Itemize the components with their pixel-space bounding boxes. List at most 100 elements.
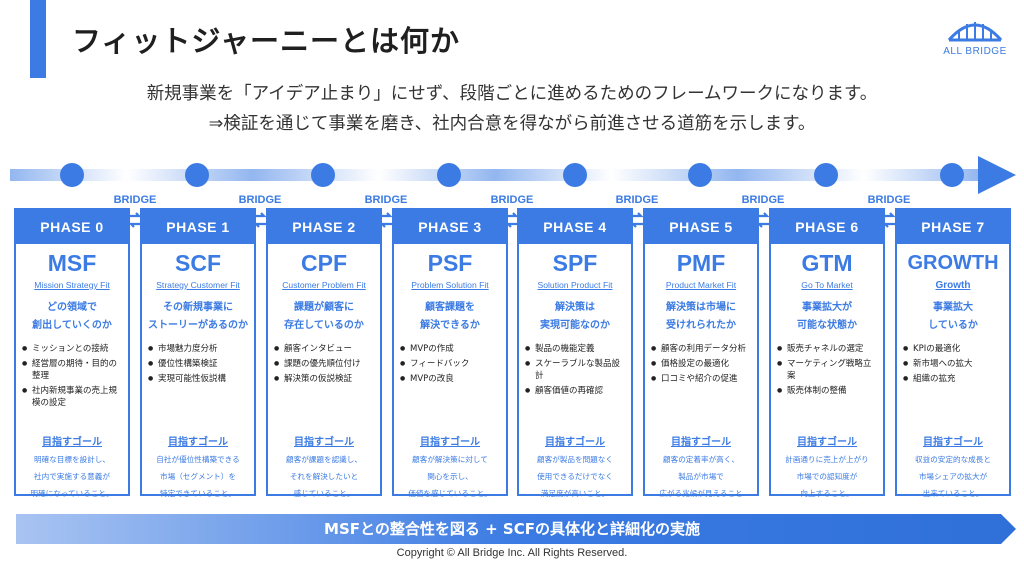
timeline-node-4 (563, 163, 587, 187)
phase-question: 解決策は実現可能なのか (540, 302, 610, 331)
list-item: マーケティング戦略立案 (777, 358, 879, 382)
phase-label: PHASE 2 (268, 210, 380, 244)
phase-code: SPF (552, 250, 598, 276)
goal-text: 自社が優位性構築できる市場（セグメント）を特定できていること。 (156, 455, 240, 498)
phase-activity-list: 顧客インタビュー 課題の優先順位付け 解決策の仮説検証 (268, 343, 380, 425)
intro-line-1: 新規事業を「アイデア止まり」にせず、段階ごとに進めるためのフレームワークになりま… (146, 84, 878, 104)
phase-card-2: PHASE 2 CPF Customer Problem Fit 課題が顧客に存… (266, 208, 382, 498)
phase-full-name: Mission Strategy Fit (34, 280, 110, 290)
phase-code: CPF (301, 250, 347, 276)
bridge-label-0: BRIDGE (113, 194, 157, 206)
phase-activity-list: 製品の機能定義 スケーラブルな製品設計 顧客価値の再確認 (519, 343, 631, 425)
copyright: Copyright © All Bridge Inc. All Rights R… (396, 547, 628, 559)
phase-code: GTM (801, 250, 853, 276)
bridge-swap-icon (253, 212, 267, 228)
list-item: MVPの改良 (400, 373, 502, 385)
phase-question: 課題が顧客に存在しているのか (284, 302, 364, 331)
list-item: 実現可能性仮説構 (148, 373, 250, 385)
phase-activity-list: KPIの最適化 新市場への拡大 組織の拡充 (897, 343, 1009, 425)
phase-label: PHASE 7 (897, 210, 1009, 244)
phase-activity-list: MVPの作成 フィードバック MVPの改良 (394, 343, 506, 425)
list-item: スケーラブルな製品設計 (525, 358, 627, 382)
list-item: 製品の機能定義 (525, 343, 627, 355)
bridge-swap-icon (379, 212, 393, 228)
list-item: 解決策の仮説検証 (274, 373, 376, 385)
timeline-node-2 (311, 163, 335, 187)
list-item: 価格設定の最適化 (651, 358, 753, 370)
timeline-node-5 (688, 163, 712, 187)
timeline-node-0 (60, 163, 84, 187)
timeline-node-3 (437, 163, 461, 187)
company-logo: ALL BRIDGE (938, 14, 1012, 64)
list-item: 顧客価値の再確認 (525, 385, 627, 397)
list-item: 社内新規事業の売上規模の設定 (22, 385, 124, 409)
page-title: フィットジャーニーとは何か (72, 24, 460, 58)
phase-question: 事業拡大が可能な状態か (797, 302, 857, 331)
goal-label: 目指すゴール (168, 437, 228, 448)
goal-label: 目指すゴール (42, 437, 102, 448)
bridge-label-3: BRIDGE (490, 194, 534, 206)
bottom-banner-arrow (16, 514, 1016, 544)
timeline-arrow (10, 156, 1016, 194)
bridge-logo-icon (947, 22, 1003, 42)
phase-full-name: Solution Product Fit (537, 280, 613, 290)
phase-card-1: PHASE 1 SCF Strategy Customer Fit その新規事業… (140, 208, 256, 498)
goal-label: 目指すゴール (545, 437, 605, 448)
phase-activity-list: 販売チャネルの選定 マーケティング戦略立案 販売体制の整備 (771, 343, 883, 425)
list-item: 顧客の利用データ分析 (651, 343, 753, 355)
phase-full-name: Strategy Customer Fit (156, 280, 240, 290)
intro-line-2: ⇒検証を通じて事業を磨き、社内合意を得ながら前進させる道筋を示します。 (208, 114, 816, 134)
phase-question: 顧客課題を解決できるか (420, 302, 480, 331)
list-item: 顧客インタビュー (274, 343, 376, 355)
goal-label: 目指すゴール (420, 437, 480, 448)
timeline-node-7 (940, 163, 964, 187)
goal-text: 収益の安定的な成長と市場シェアの拡大が出来ていること。 (915, 455, 991, 498)
list-item: 市場魅力度分析 (148, 343, 250, 355)
list-item: 口コミや紹介の促進 (651, 373, 753, 385)
timeline-arrowhead (978, 156, 1016, 194)
list-item: 新市場への拡大 (903, 358, 1005, 370)
logo-text: ALL BRIDGE (943, 46, 1007, 57)
phase-code: SCF (175, 250, 221, 276)
phase-label: PHASE 5 (645, 210, 757, 244)
bridge-swap-icon (128, 212, 142, 228)
phase-card-4: PHASE 4 SPF Solution Product Fit 解決策は実現可… (517, 208, 633, 498)
phase-card-3: PHASE 3 PSF Problem Solution Fit 顧客課題を解決… (392, 208, 508, 498)
phase-card-0: PHASE 0 MSF Mission Strategy Fit どの領域で創出… (14, 208, 130, 498)
phase-card-5: PHASE 5 PMF Product Market Fit 解決策は市場に受け… (643, 208, 759, 498)
phase-code: GROWTH (907, 252, 999, 274)
timeline-node-1 (185, 163, 209, 187)
phase-activity-list: ミッションとの接続 経営層の期待・目的の整理 社内新規事業の売上規模の設定 (16, 343, 128, 425)
phase-label: PHASE 0 (16, 210, 128, 244)
list-item: 販売チャネルの選定 (777, 343, 879, 355)
goal-text: 計画通りに売上が上がり市場での認知度が向上すること。 (785, 455, 869, 498)
phase-activity-list: 顧客の利用データ分析 価格設定の最適化 口コミや紹介の促進 (645, 343, 757, 425)
phase-full-name: Customer Problem Fit (282, 280, 366, 290)
list-item: 販売体制の整備 (777, 385, 879, 397)
phase-question: どの領域で創出していくのか (32, 302, 112, 331)
phase-full-name: Go To Market (801, 280, 853, 290)
phase-question: 事業拡大しているか (928, 302, 978, 331)
bridge-swap-icon (756, 212, 770, 228)
goal-text: 顧客が製品を問題なく使用できるだけでなく満足度が高いこと。 (537, 455, 613, 498)
bridge-label-6: BRIDGE (867, 194, 911, 206)
goal-label: 目指すゴール (294, 437, 354, 448)
phase-code: PSF (427, 250, 473, 276)
bridge-label-4: BRIDGE (615, 194, 659, 206)
bottom-banner-text: MSFとの整合性を図る + SCFの具体化と詳細化の実施 (324, 520, 700, 538)
list-item: 課題の優先順位付け (274, 358, 376, 370)
goal-label: 目指すゴール (671, 437, 731, 448)
timeline-node-6 (814, 163, 838, 187)
phase-code: PMF (676, 250, 726, 276)
phase-label: PHASE 4 (519, 210, 631, 244)
phase-full-name: Growth (935, 280, 971, 291)
list-item: フィードバック (400, 358, 502, 370)
goal-text: 顧客が課題を認識し、それを解決したいと感じていること。 (286, 455, 362, 498)
list-item: 組織の拡充 (903, 373, 1005, 385)
list-item: 優位性構築検証 (148, 358, 250, 370)
goal-text: 顧客の定着率が高く、製品が市場で広がる兆候が見えること (659, 455, 743, 498)
phase-activity-list: 市場魅力度分析 優位性構築検証 実現可能性仮説構 (142, 343, 254, 425)
phase-question: 解決策は市場に受けれられたか (666, 302, 736, 331)
title-accent-bar (30, 0, 46, 78)
